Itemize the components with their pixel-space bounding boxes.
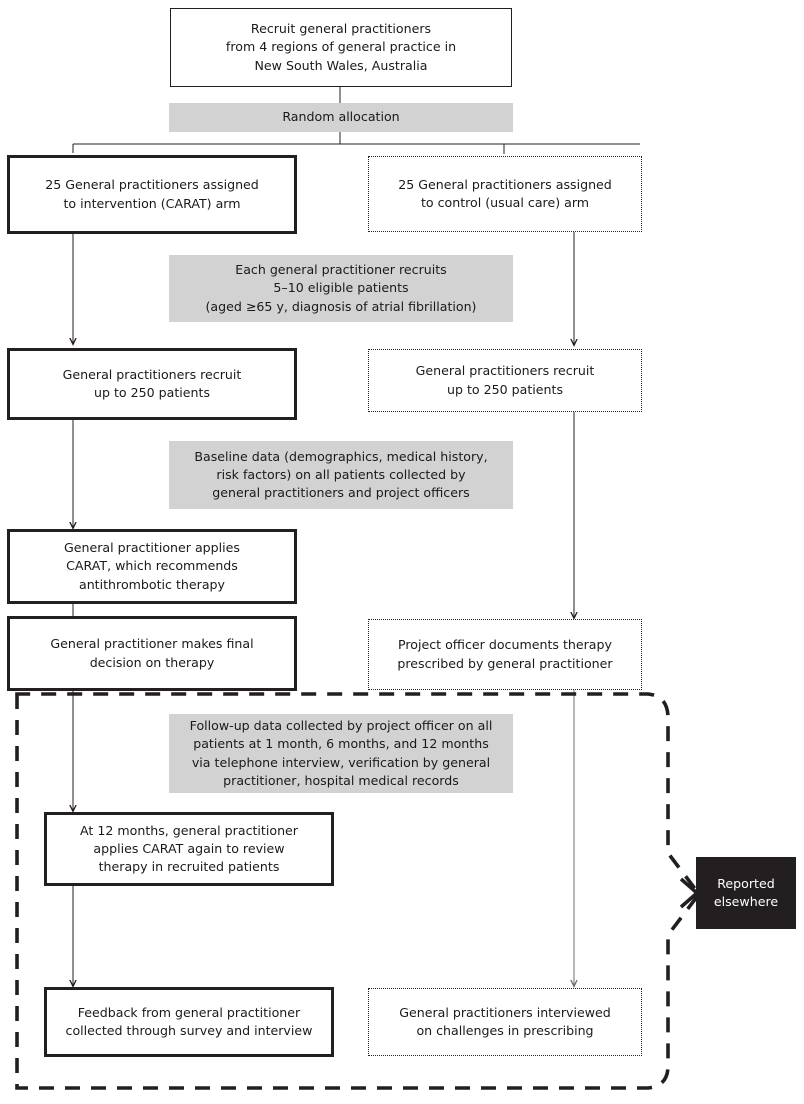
node-reported-elsewhere: Reported elsewhere	[696, 857, 796, 929]
reported-elsewhere-line-1: Reported	[717, 875, 775, 891]
baseline-data-line-3: general practitioners and project office…	[212, 485, 470, 501]
final-decision-line-2: decision on therapy	[89, 654, 215, 670]
eligible-patients-line-2: 5–10 eligible patients	[273, 280, 409, 296]
control-arm-line-2: to control (usual care) arm	[420, 195, 590, 210]
random-allocation-line-1: Random allocation	[282, 109, 400, 125]
node-gps-interviewed: General practitioners interviewed on cha…	[368, 988, 642, 1056]
connector-allocation-split	[72, 132, 640, 153]
recruit-gps-line-1: Recruit general practitioners	[250, 21, 432, 37]
project-officer-line-2: prescribed by general practitioner	[397, 655, 613, 671]
recruit-250-left-line-1: General practitioners recruit	[62, 366, 242, 382]
node-final-decision: General practitioner makes final decisio…	[7, 616, 297, 691]
baseline-data-line-1: Baseline data (demographics, medical his…	[194, 448, 488, 464]
node-project-officer-documents: Project officer documents therapy prescr…	[368, 619, 642, 690]
node-followup-data: Follow-up data collected by project offi…	[169, 714, 513, 793]
applies-carat-line-2: CARAT, which recommends	[66, 558, 238, 574]
node-recruit-250-left: General practitioners recruit up to 250 …	[7, 348, 297, 420]
node-eligible-patients: Each general practitioner recruits 5–10 …	[169, 255, 513, 322]
followup-data-line-2: patients at 1 month, 6 months, and 12 mo…	[193, 736, 489, 752]
node-feedback-survey: Feedback from general practitioner colle…	[44, 987, 334, 1057]
node-carat-again-12-months: At 12 months, general practitioner appli…	[44, 812, 334, 886]
node-baseline-data: Baseline data (demographics, medical his…	[169, 441, 513, 509]
node-recruit-gps: Recruit general practitioners from 4 reg…	[170, 8, 512, 87]
recruit-gps-line-3: New South Wales, Australia	[254, 57, 428, 73]
carat-again-line-3: therapy in recruited patients	[98, 859, 280, 875]
recruit-250-right-line-1: General practitioners recruit	[415, 363, 595, 379]
control-arm-line-1: 25 General practitioners assigned	[398, 176, 612, 192]
followup-data-line-3: via telephone interview, verification by…	[191, 754, 491, 770]
feedback-survey-line-2: collected through survey and interview	[65, 1023, 313, 1038]
node-control-arm: 25 General practitioners assigned to con…	[368, 156, 642, 232]
recruit-250-right-line-2: up to 250 patients	[446, 381, 564, 397]
carat-again-line-1: At 12 months, general practitioner	[80, 822, 298, 838]
recruit-gps-line-2: from 4 regions of general practice in	[225, 39, 457, 55]
gps-interviewed-line-2: on challenges in prescribing	[416, 1023, 594, 1038]
followup-data-line-1: Follow-up data collected by project offi…	[189, 718, 493, 733]
intervention-arm-line-2: to intervention (CARAT) arm	[63, 195, 241, 211]
applies-carat-line-3: antithrombotic therapy	[78, 576, 225, 592]
gps-interviewed-line-1: General practitioners interviewed	[399, 1004, 611, 1020]
recruit-250-left-line-2: up to 250 patients	[93, 385, 211, 400]
feedback-survey-line-1: Feedback from general practitioner	[77, 1004, 301, 1020]
applies-carat-line-1: General practitioner applies	[64, 540, 240, 556]
baseline-data-line-2: risk factors) on all patients collected …	[216, 466, 466, 482]
reported-elsewhere-line-2: elsewhere	[713, 894, 779, 909]
followup-data-line-4: practitioner, hospital medical records	[223, 772, 459, 788]
node-random-allocation: Random allocation	[169, 103, 513, 132]
eligible-patients-line-3: (aged ≥65 y, diagnosis of atrial fibrill…	[205, 298, 477, 314]
intervention-arm-line-1: 25 General practitioners assigned	[45, 177, 259, 193]
node-recruit-250-right: General practitioners recruit up to 250 …	[368, 349, 642, 412]
node-applies-carat: General practitioner applies CARAT, whic…	[7, 529, 297, 604]
carat-again-line-2: applies CARAT again to review	[93, 840, 285, 856]
node-intervention-arm: 25 General practitioners assigned to int…	[7, 155, 297, 234]
eligible-patients-line-1: Each general practitioner recruits	[235, 262, 447, 278]
project-officer-line-1: Project officer documents therapy	[398, 637, 612, 653]
final-decision-line-1: General practitioner makes final	[50, 636, 254, 652]
